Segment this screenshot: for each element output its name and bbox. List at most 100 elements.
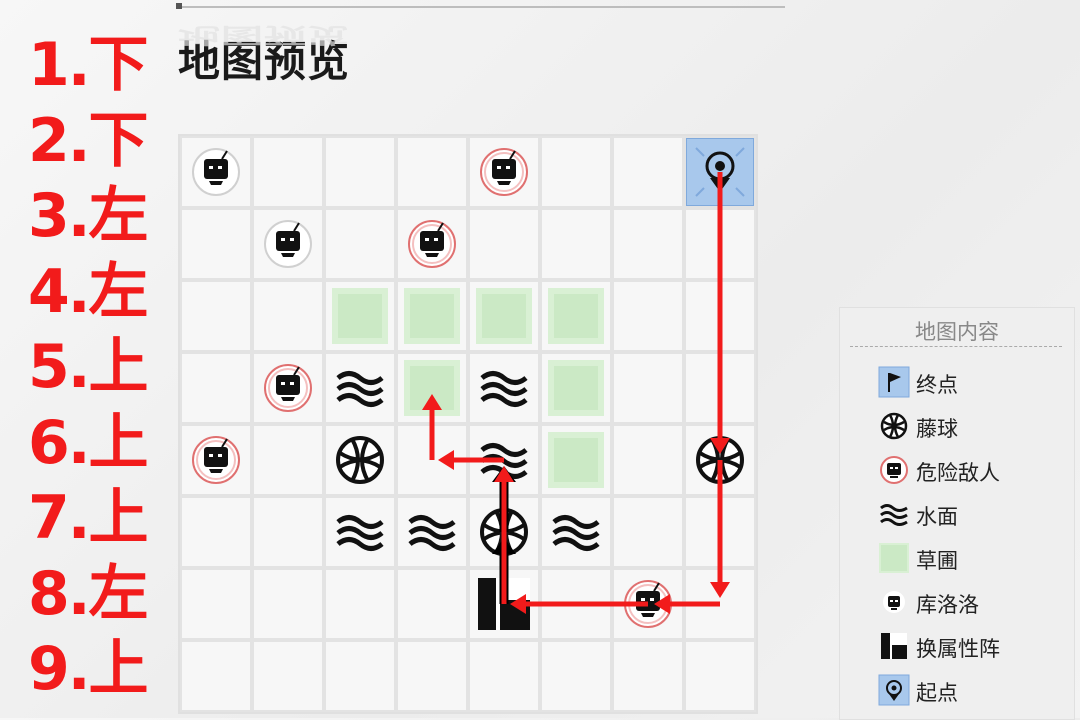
map-cell [398,210,466,278]
map-cell [686,138,754,206]
map-cell [182,210,250,278]
step-list: 1.下 2.下 3.左 4.左 5.上 6.上 7.上 8.左 9.上 [28,28,149,708]
legend-label: 换属性阵 [916,637,1000,661]
map-cell [470,426,538,494]
danger-enemy-icon [264,364,312,412]
water-icon [408,515,456,551]
step-7: 7.上 [28,483,149,553]
map-cell [326,138,394,206]
grass-tile [476,288,532,344]
map-cell [686,210,754,278]
rattan-ball-icon [480,508,528,556]
map-cell [254,570,322,638]
water-icon [880,504,908,526]
map-cell [182,498,250,566]
map-legend: 地图内容 终点 藤球 危险敌人 水面 [839,307,1075,720]
step-4: 4.左 [28,256,149,327]
kuluoluo-icon [883,591,905,613]
map-cell [182,570,250,638]
grass-tile [548,360,604,416]
map-cell [326,210,394,278]
map-cell [614,282,682,350]
flag-icon [878,366,910,398]
map-cell [686,426,754,494]
legend-item-grass: 草圃 [878,542,1068,578]
danger-enemy-icon [880,456,908,484]
map-cell [542,642,610,710]
grass-tile [548,288,604,344]
start-point-icon [695,147,745,197]
legend-label: 危险敌人 [916,461,1000,485]
legend-item-water: 水面 [878,498,1068,534]
start-point-icon [878,674,910,706]
map-cell [182,282,250,350]
map-cell [542,210,610,278]
map-cell [542,354,610,422]
switch-array-icon [881,633,907,659]
map-cell [254,282,322,350]
legend-item-start: 起点 [878,674,1068,710]
water-icon [552,515,600,551]
kuluoluo-icon [192,148,240,196]
map-cell [254,138,322,206]
danger-enemy-icon [624,580,672,628]
map-cell [254,354,322,422]
map-cell [470,210,538,278]
grass-tile [404,360,460,416]
legend-title: 地图内容 [915,320,999,344]
step-9: 9.上 [28,634,149,704]
grass-tile [332,288,388,344]
map-cell [470,138,538,206]
water-icon [336,515,384,551]
map-cell [398,354,466,422]
legend-divider [850,346,1062,347]
map-cell [614,498,682,566]
legend-label: 终点 [916,373,958,397]
switch-array-icon [478,578,530,630]
map-cell [470,570,538,638]
grass-tile [548,432,604,488]
map-cell [686,282,754,350]
legend-label: 起点 [916,681,958,705]
grass-icon [879,543,909,573]
step-6: 6.上 [28,407,149,478]
map-cell [470,282,538,350]
map-cell [614,642,682,710]
map-cell [326,498,394,566]
map-cell [470,642,538,710]
legend-label: 水面 [916,505,958,529]
map-cell [542,426,610,494]
map-cell [326,570,394,638]
map-cell [182,426,250,494]
legend-item-goal: 终点 [878,366,1068,402]
legend-label: 草圃 [916,549,958,573]
danger-enemy-icon [192,436,240,484]
step-3: 3.左 [28,181,149,251]
map-cell [542,138,610,206]
legend-item-ball: 藤球 [878,410,1068,446]
map-cell [398,498,466,566]
map-cell [326,426,394,494]
map-cell [398,570,466,638]
top-rule-marker [176,3,182,9]
legend-label: 藤球 [916,417,958,441]
map-cell [686,570,754,638]
step-5: 5.上 [28,332,149,402]
map-cell [542,570,610,638]
map-cell [326,282,394,350]
rattan-ball-icon [696,436,744,484]
map-cell [326,354,394,422]
kuluoluo-icon [264,220,312,268]
map-cell [398,282,466,350]
legend-label: 库洛洛 [916,593,979,617]
map-cell [254,498,322,566]
step-2: 2.下 [28,105,149,176]
map-cell [542,498,610,566]
map-cell [182,138,250,206]
water-icon [480,371,528,407]
map-cell [182,354,250,422]
map-cell [686,642,754,710]
map-cell [614,138,682,206]
map-cell [398,138,466,206]
legend-item-kuluoluo: 库洛洛 [878,586,1068,622]
